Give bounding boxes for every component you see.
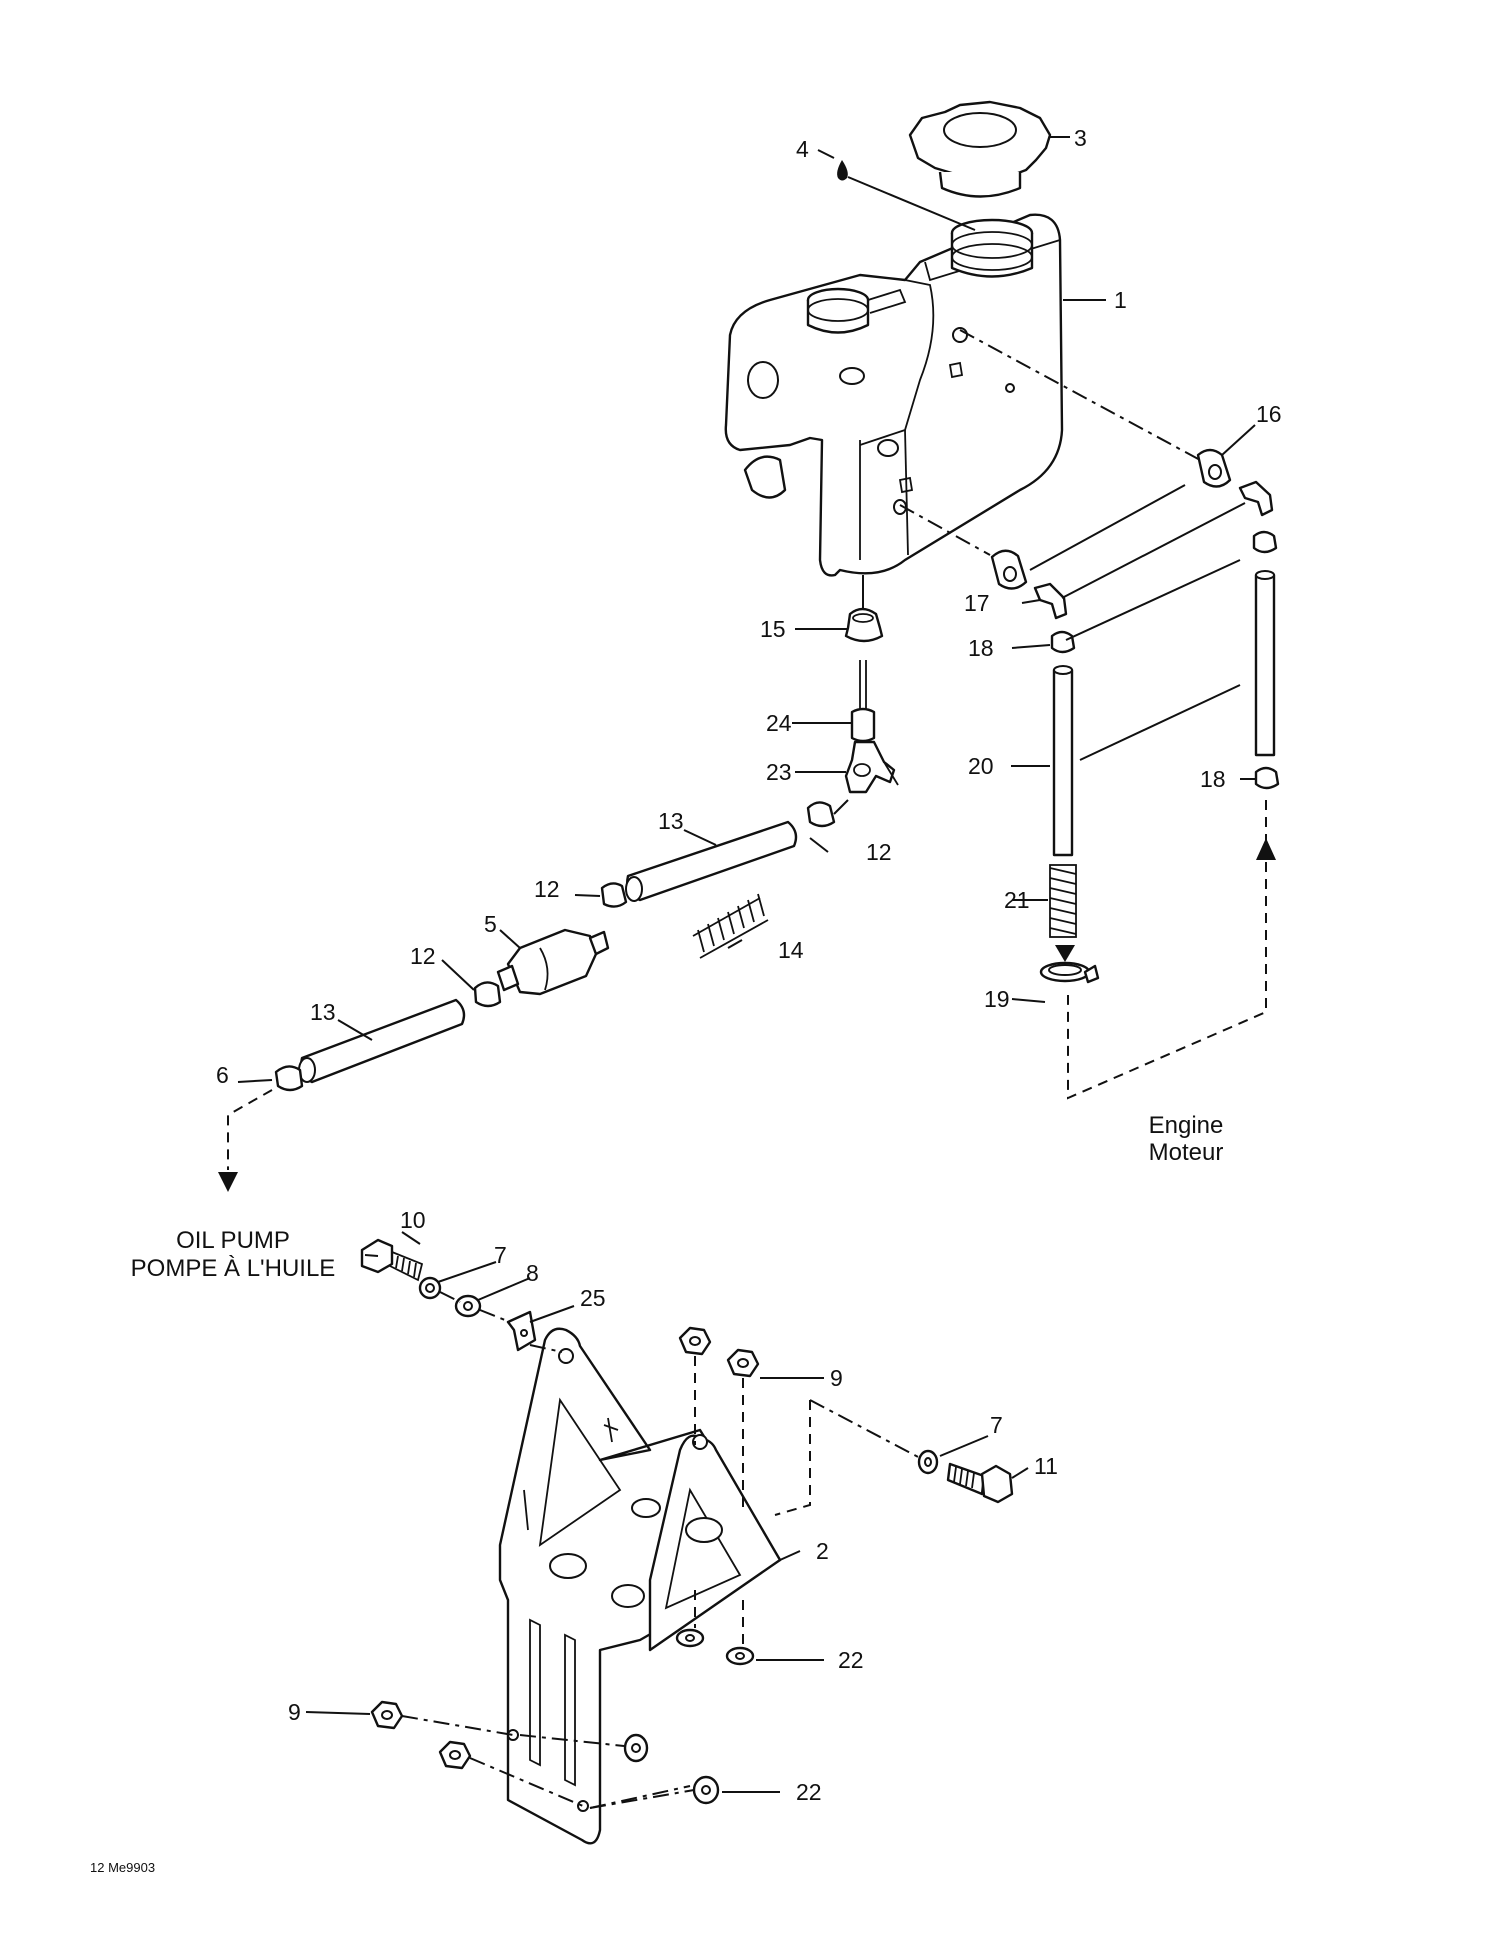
callout-22-top: 22 [838, 1647, 864, 1673]
callout-16: 16 [1256, 401, 1282, 427]
callout-7-left: 7 [494, 1242, 507, 1268]
tank-bracket [498, 1327, 782, 1845]
callout-3: 3 [1074, 125, 1087, 151]
engine-caption: Engine [1149, 1112, 1224, 1139]
engine-caption-french: Moteur [1149, 1139, 1224, 1166]
callout-22-bottom: 22 [796, 1779, 822, 1805]
callout-9-bottom: 9 [288, 1699, 301, 1725]
callout-14: 14 [778, 937, 804, 963]
oil-pump-caption: OIL PUMP [176, 1227, 290, 1254]
callout-12-middle: 12 [534, 876, 560, 902]
callout-20: 20 [968, 753, 994, 779]
callout-5: 5 [484, 911, 497, 937]
callout-15: 15 [760, 616, 786, 642]
outlet-fitting-assembly [844, 575, 899, 794]
oil-filter-line [218, 799, 849, 1192]
callout-7-right: 7 [990, 1412, 1003, 1438]
callout-25: 25 [580, 1285, 606, 1311]
callout-10: 10 [400, 1207, 426, 1233]
callout-18-left: 18 [968, 635, 994, 661]
callout-18-right: 18 [1200, 766, 1226, 792]
figure-code: 12 Me9903 [90, 1860, 155, 1875]
callout-2: 2 [816, 1538, 829, 1564]
callout-leaders [237, 136, 1256, 1793]
callout-11: 11 [1034, 1453, 1058, 1479]
callout-21: 21 [1004, 887, 1030, 913]
callout-23: 23 [766, 759, 792, 785]
callout-1: 1 [1114, 287, 1127, 313]
callout-numbers: 1 2 3 4 5 6 7 7 8 9 9 10 11 12 12 12 13 … [216, 125, 1282, 1805]
bracket-assembly-lines [364, 1254, 921, 1809]
callout-19: 19 [984, 986, 1010, 1012]
tank-cap [908, 100, 1052, 198]
callout-4: 4 [796, 136, 809, 162]
callout-9-top: 9 [830, 1365, 843, 1391]
oil-tank [724, 213, 1064, 577]
callout-8: 8 [526, 1260, 539, 1286]
callout-17: 17 [964, 590, 990, 616]
callout-13-lower: 13 [310, 999, 336, 1025]
callout-6: 6 [216, 1062, 229, 1088]
hose-routing-lines [899, 329, 1267, 1100]
lubricant-drop-icon [837, 160, 848, 181]
vent-hose-assembly [990, 448, 1280, 984]
captions: OIL PUMP POMPE À L'HUILE Engine Moteur 1… [90, 1112, 1223, 1875]
callout-12-right: 12 [866, 839, 892, 865]
oil-pump-caption-french: POMPE À L'HUILE [131, 1255, 336, 1282]
callout-13-upper: 13 [658, 808, 684, 834]
callout-24: 24 [766, 710, 792, 736]
callout-12-left: 12 [410, 943, 436, 969]
